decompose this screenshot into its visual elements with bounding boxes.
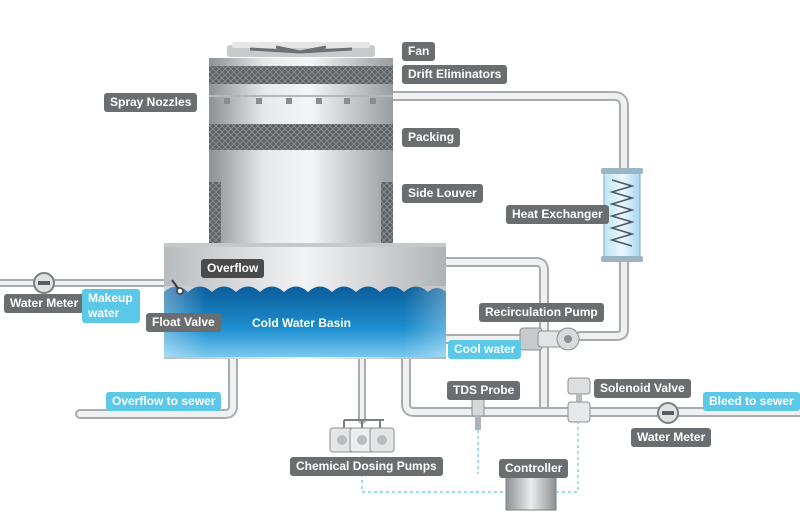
fan-top [232, 42, 370, 48]
label-drift-eliminators: Drift Eliminators [402, 65, 508, 84]
tower [209, 42, 393, 248]
label-controller: Controller [499, 459, 569, 478]
drift-eliminator-mesh [209, 66, 393, 84]
controller-icon [505, 473, 557, 511]
label-bleed-to-sewer: Bleed to sewer [703, 392, 800, 411]
fan-blades-icon [249, 45, 353, 54]
label-water-meter-right: Water Meter [631, 428, 712, 447]
solenoid-valve-icon [567, 377, 591, 423]
heat-exchanger [601, 168, 643, 262]
label-spray-nozzles: Spray Nozzles [104, 93, 198, 112]
packing-mesh [209, 124, 393, 150]
label-float-valve: Float Valve [146, 313, 221, 332]
label-heat-exchanger: Heat Exchanger [506, 205, 609, 224]
label-recirculation-pump: Recirculation Pump [479, 303, 604, 322]
chemical-dosing-pumps-icon [329, 419, 395, 453]
water-meter-right-icon [657, 402, 679, 424]
label-solenoid-valve: Solenoid Valve [594, 379, 691, 398]
label-cold-water-basin: Cold Water Basin [252, 316, 351, 330]
basin-rim [164, 243, 446, 247]
label-cool-water: Cool water [448, 340, 522, 359]
label-chemical-dosing-pumps: Chemical Dosing Pumps [290, 457, 443, 476]
label-water-meter-left: Water Meter [4, 294, 85, 313]
float-valve-ball [176, 287, 184, 295]
pipes [0, 91, 800, 424]
spray-nozzles [224, 98, 376, 104]
label-fan: Fan [402, 42, 436, 61]
label-makeup-water: Makeup water [82, 289, 140, 323]
side-louver-left [209, 182, 221, 244]
recirculation-pump-icon [519, 327, 580, 351]
heat-exchanger-coil-icon [609, 179, 635, 247]
label-tds-probe: TDS Probe [447, 381, 521, 400]
tower-shell [209, 58, 393, 248]
label-overflow-to-sewer: Overflow to sewer [106, 392, 222, 411]
label-side-louver: Side Louver [402, 184, 483, 203]
label-overflow: Overflow [201, 259, 265, 278]
water-meter-left-icon [33, 272, 55, 294]
tds-probe-icon [471, 397, 485, 430]
side-louver-right [381, 182, 393, 244]
label-packing: Packing [402, 128, 461, 147]
